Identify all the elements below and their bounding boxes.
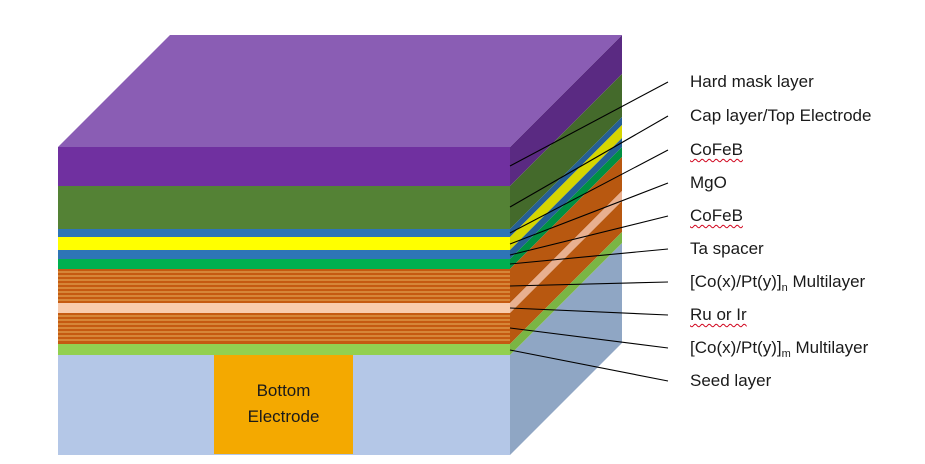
cofeb-bottom-front — [58, 250, 510, 259]
ru-or-ir-front — [58, 303, 510, 313]
label-co-pt-m-multilayer: [Co(x)/Pt(y)]m Multilayer — [690, 338, 868, 364]
hard-mask-layer-top — [58, 35, 622, 147]
label-seed-layer: Seed layer — [690, 371, 772, 390]
leader-line-cap-layer — [509, 115, 669, 208]
label-ta-spacer: Ta spacer — [690, 239, 764, 258]
label-cap-layer: Cap layer/Top Electrode — [690, 106, 872, 125]
label-hard-mask-layer: Hard mask layer — [690, 72, 814, 91]
ta-spacer-side — [510, 147, 622, 269]
co-pt-n-front — [58, 269, 510, 303]
label-ru-or-ir: Ru or Ir — [690, 305, 747, 324]
bottom-electrode-label: Bottom Electrode — [214, 354, 353, 454]
label-co-pt-n-multilayer: [Co(x)/Pt(y)]n Multilayer — [690, 272, 865, 298]
cofeb-bottom-side — [510, 138, 622, 259]
co-pt-n-side — [510, 157, 622, 303]
label-co-pt-n-main: [Co(x)/Pt(y)] — [690, 272, 782, 291]
bottom-electrode-line2: Electrode — [247, 407, 320, 426]
leader-line-co-pt-n — [509, 281, 669, 287]
cofeb-top-front — [58, 229, 510, 237]
cofeb-top-side — [510, 117, 622, 237]
bottom-electrode-block — [214, 354, 353, 454]
leader-line-seed-layer — [509, 349, 669, 382]
label-mgo: MgO — [690, 173, 727, 192]
label-co-pt-n-sub: n — [781, 282, 788, 294]
hard-mask-layer-front — [58, 147, 510, 186]
seed-layer-front — [58, 344, 510, 355]
seed-layer-side — [510, 232, 622, 355]
leader-line-cofeb-bottom — [509, 215, 669, 256]
label-co-pt-m-main: [Co(x)/Pt(y)] — [690, 338, 782, 357]
substrate-side — [510, 243, 622, 455]
mgo-front — [58, 237, 510, 250]
leader-line-mgo — [509, 182, 669, 245]
leader-line-co-pt-m — [509, 327, 669, 349]
co-pt-m-side — [510, 201, 622, 344]
label-co-pt-m-sub: m — [781, 348, 791, 360]
leader-line-ru-or-ir — [509, 307, 669, 316]
label-cofeb-top: CoFeB — [690, 140, 743, 159]
label-co-pt-n-tail: Multilayer — [787, 272, 866, 291]
label-cofeb-bottom: CoFeB — [690, 206, 743, 225]
ru-or-ir-side — [510, 191, 622, 313]
leader-line-cofeb-top — [509, 149, 669, 234]
label-co-pt-m-tail: Multilayer — [790, 338, 869, 357]
ta-spacer-front — [58, 259, 510, 269]
hard-mask-layer-side — [510, 35, 622, 186]
bottom-electrode-line1: Bottom — [256, 381, 311, 400]
leader-line-ta-spacer — [509, 248, 669, 265]
cap-layer-front — [58, 186, 510, 229]
leader-line-hard-mask-layer — [509, 81, 669, 167]
